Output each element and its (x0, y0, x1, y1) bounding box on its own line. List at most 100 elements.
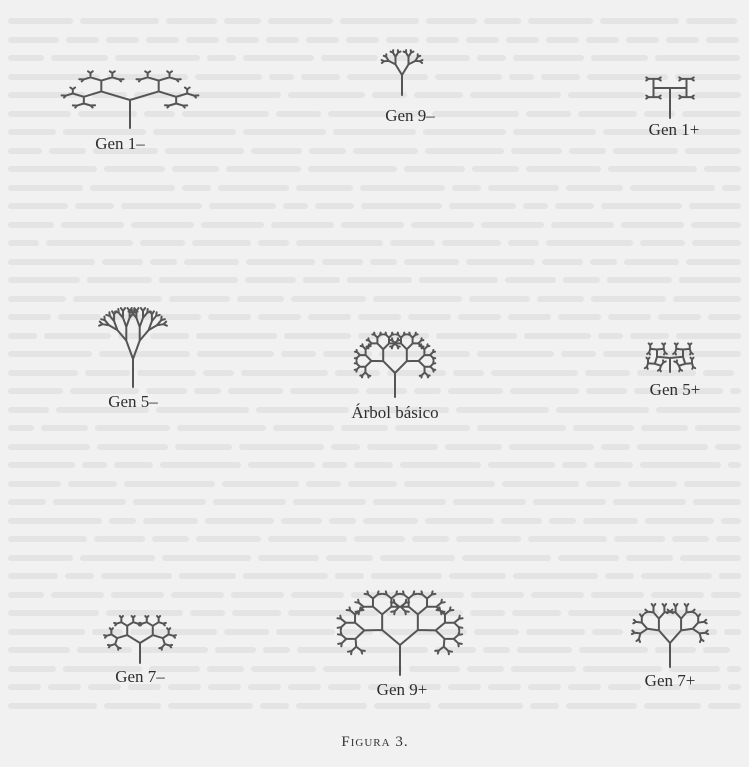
background-text-line (345, 36, 379, 43)
background-text-line (168, 684, 201, 690)
background-text-line (87, 277, 152, 283)
tree-gen1-minus-drawing (10, 10, 250, 140)
background-text-line (403, 258, 459, 265)
background-text-line (523, 203, 548, 209)
background-text-line (223, 628, 269, 635)
background-text-line (258, 314, 301, 320)
background-text-line (728, 684, 741, 690)
background-text-line (195, 332, 277, 339)
background-text-line (490, 369, 578, 376)
background-text-line (263, 647, 290, 653)
background-text-line (608, 314, 651, 320)
background-text-line (53, 499, 126, 505)
background-text-line (685, 258, 741, 265)
background-text-line (636, 443, 708, 450)
background-text-line (442, 240, 501, 246)
background-text-line (358, 314, 401, 320)
background-text-line (170, 591, 224, 598)
tree-branches (62, 71, 199, 128)
background-text-line (362, 517, 418, 524)
tree-gen7-plus: Gen 7+ (595, 545, 745, 695)
background-text-line (434, 73, 502, 80)
background-text-line (248, 684, 281, 690)
background-text-line (500, 517, 542, 524)
background-text-line (293, 499, 366, 505)
background-text-line (8, 610, 99, 616)
background-text-line (452, 369, 484, 376)
background-text-line (395, 425, 470, 431)
background-text-line (8, 536, 87, 542)
background-text-line (372, 295, 462, 302)
background-text-line (77, 110, 137, 117)
background-text-line (423, 129, 506, 135)
background-text-line (366, 388, 407, 394)
background-text-line (8, 295, 66, 302)
background-text-line (92, 92, 127, 98)
background-text-line (655, 647, 696, 653)
background-text-line (508, 240, 539, 246)
background-text-line (608, 166, 697, 172)
background-text-line (487, 184, 559, 191)
background-text-line (728, 462, 741, 468)
background-text-line (368, 684, 401, 690)
tree-gen7-minus-drawing (60, 555, 220, 690)
tree-arbol-basico: Árbol básico (320, 285, 470, 425)
background-text-line (322, 665, 402, 672)
background-text-line (488, 684, 521, 690)
background-text-line (470, 610, 505, 616)
background-text-line (225, 36, 259, 43)
tree-gen9-plus: Gen 9+ (300, 510, 500, 700)
background-text-line (257, 554, 319, 561)
background-text-line (408, 314, 451, 320)
background-text-line (723, 628, 741, 635)
background-text-line (8, 36, 59, 43)
background-text-line (607, 277, 672, 283)
background-text-line (526, 166, 601, 172)
background-text-line (166, 18, 217, 24)
background-text-line (477, 351, 554, 357)
background-text-line (228, 388, 283, 394)
background-text-line (591, 55, 648, 61)
background-text-line (561, 351, 596, 357)
background-text-line (386, 369, 446, 376)
background-text-line (288, 92, 365, 98)
background-text-line (586, 388, 627, 394)
background-text-line (243, 55, 314, 61)
figure-label: Gen 7– (115, 667, 165, 686)
background-text-line (121, 203, 202, 209)
background-text-line (533, 499, 606, 505)
background-text-line (435, 647, 476, 653)
background-text-line (719, 573, 741, 579)
background-text-line (55, 406, 149, 413)
background-text-line (8, 573, 58, 579)
background-text-line (683, 480, 741, 487)
background-text-line (690, 221, 741, 228)
background-text-line (258, 240, 289, 246)
background-text-line (684, 147, 741, 154)
background-text-line (512, 610, 561, 616)
background-text-line (437, 702, 523, 709)
background-text-line (149, 332, 189, 339)
background-text-line (385, 36, 419, 43)
background-text-line (281, 351, 316, 357)
background-text-line (455, 406, 549, 413)
background-text-line (8, 314, 51, 320)
background-text-line (268, 536, 347, 542)
background-text-line (308, 166, 397, 172)
background-text-line (8, 258, 95, 265)
background-text-line (265, 36, 299, 43)
background-text-line (192, 240, 251, 246)
figure-label: Gen 5– (108, 392, 158, 411)
tree-gen9-minus-drawing (380, 49, 424, 96)
background-text-line (128, 684, 161, 690)
background-text-line (400, 462, 481, 468)
background-text-line (473, 628, 519, 635)
background-text-line (603, 129, 686, 135)
background-text-line (545, 36, 579, 43)
background-text-line (8, 184, 83, 191)
background-text-line (640, 240, 685, 246)
background-text-line (8, 517, 102, 524)
background-text-line (185, 36, 219, 43)
background-text-line (8, 110, 71, 117)
background-text-line (8, 425, 34, 431)
